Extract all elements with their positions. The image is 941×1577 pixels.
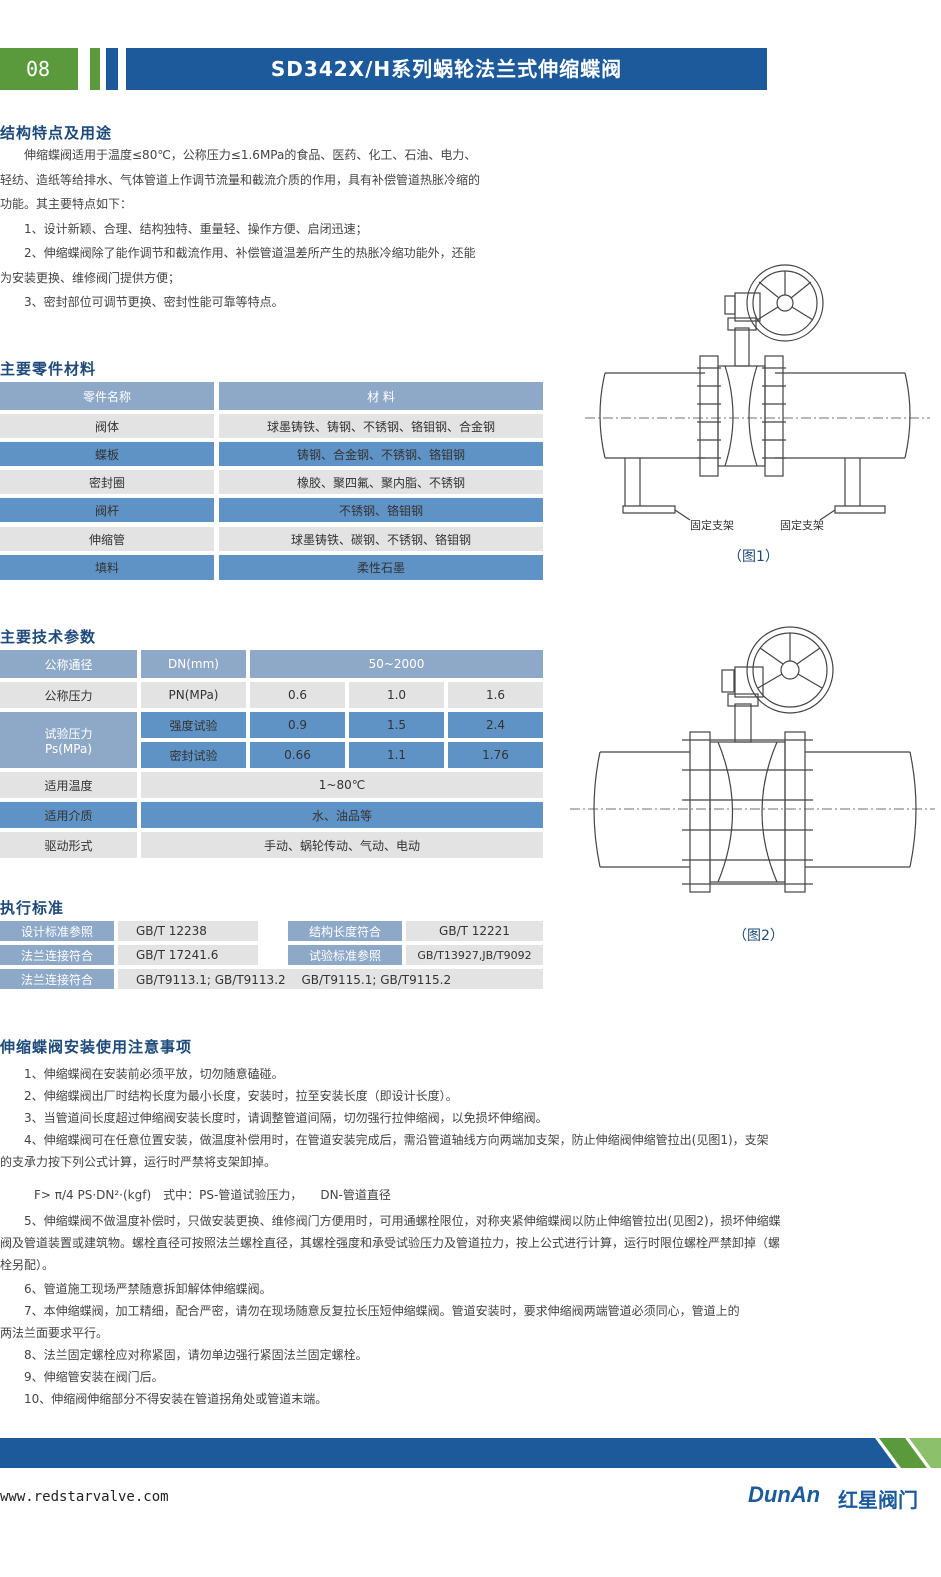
material-part: 密封圈 [0, 470, 214, 494]
spec-pn-value: 1.0 [349, 682, 444, 708]
spec-medium-label: 适用介质 [0, 802, 137, 828]
spec-drive-label: 驱动形式 [0, 832, 137, 858]
note-line: 4、伸缩蝶阀可在任意位置安装，做温度补偿用时，在管道安装完成后，需沿管道轴线方向… [0, 1133, 769, 1147]
spec-medium-value: 水、油品等 [141, 802, 543, 828]
features-line: 为安装更换、维修阀门提供方便； [0, 270, 181, 285]
materials-heading: 主要零件材料 [0, 360, 97, 378]
figure-1-drawing: 固定支架 固定支架 [585, 264, 930, 532]
spec-pn-value: 1.6 [448, 682, 543, 708]
spec-seal-value: 0.66 [250, 742, 345, 768]
standard-value: GB/T9113.1; GB/T9113.2 GB/T9115.1; GB/T9… [118, 969, 543, 989]
features-line: 功能。其主要特点如下： [0, 197, 133, 211]
note-line: 栓另配）。 [0, 1258, 55, 1272]
spec-seal-value: 1.1 [349, 742, 444, 768]
page-number: 08 [0, 48, 78, 90]
brand-logo-cn: 红星阀门 [838, 1488, 918, 1512]
material-part: 阀杆 [0, 498, 214, 522]
features-line: 1、设计新颖、合理、结构独特、重量轻、操作方便、启闭迅速； [0, 221, 368, 236]
brand-logo-latin: DunAn [748, 1482, 821, 1507]
note-line: 5、伸缩蝶阀不做温度补偿时，只做安装更换、维修阀门方便用时，可用通螺栓限位，对称… [0, 1214, 781, 1228]
note-line: 8、法兰固定螺栓应对称紧固，请勿单边强行紧固法兰固定螺栓。 [0, 1348, 368, 1362]
standards-heading: 执行标准 [0, 899, 65, 917]
features-text: 伸缩蝶阀适用于温度≤80℃，公称压力≤1.6MPa的食品、医药、化工、石油、电力… [0, 143, 560, 315]
standard-label: 法兰连接符合 [0, 945, 114, 965]
footer-stripes [835, 1438, 941, 1468]
material-value: 铸钢、合金钢、不锈钢、铬钼钢 [219, 442, 543, 466]
material-part: 填料 [0, 555, 214, 580]
fig1-support-left: 固定支架 [690, 518, 734, 532]
spec-seal-value: 1.76 [448, 742, 543, 768]
figure-1-caption: （图1） [728, 549, 779, 565]
notes-heading: 伸缩蝶阀安装使用注意事项 [0, 1038, 193, 1056]
note-line: 两法兰面要求平行。 [0, 1326, 109, 1340]
features-line: 伸缩蝶阀适用于温度≤80℃，公称压力≤1.6MPa的食品、医药、化工、石油、电力… [0, 148, 477, 162]
features-heading: 结构特点及用途 [0, 124, 113, 142]
note-line: 10、伸缩阀伸缩部分不得安装在管道拐角处或管道末端。 [0, 1392, 328, 1406]
features-line: 3、密封部位可调节更换、密封性能可靠等特点。 [0, 295, 284, 309]
standard-value: GB/T 12238 [118, 921, 258, 941]
notes-body: 1、伸缩蝶阀在安装前必须平放，切勿随意磕碰。 2、伸缩蝶阀出厂时结构长度为最小长… [0, 1063, 941, 1410]
spec-temp-value: 1~80℃ [141, 772, 543, 798]
note-formula: F> π/4 PS·DN²·(kgf) 式中：PS-管道试验压力， DN-管道直… [34, 1188, 391, 1202]
material-part: 伸缩管 [0, 527, 214, 551]
features-line: 轻纺、造纸等给排水、气体管道上作调节流量和截流介质的作用，具有补偿管道热胀冷缩的 [0, 172, 481, 187]
header-stripe-blue [106, 48, 118, 90]
spec-test-pressure-label: 试验压力 Ps(MPa) [0, 712, 137, 768]
spec-pn-value: 0.6 [250, 682, 345, 708]
spec-drive-value: 手动、蜗轮传动、气动、电动 [141, 832, 543, 858]
spec-test-label-1: 试验压力 [44, 726, 93, 741]
spec-strength-label: 强度试验 [141, 712, 246, 738]
footer-bar [0, 1438, 855, 1468]
standard-value: GB/T13927,JB/T9092 [406, 945, 543, 965]
material-value: 橡胶、聚四氟、聚内脂、不锈钢 [219, 470, 543, 494]
fig1-support-right: 固定支架 [780, 518, 824, 532]
header-stripe-green [90, 48, 100, 90]
specs-heading: 主要技术参数 [0, 628, 97, 646]
note-line: 6、管道施工现场严禁随意拆卸解体伸缩蝶阀。 [0, 1282, 272, 1296]
footer-url[interactable]: www.redstarvalve.com [0, 1489, 169, 1505]
note-line: 的支承力按下列公式计算，运行时严禁将支架卸掉。 [0, 1155, 277, 1169]
standard-label: 试验标准参照 [288, 945, 402, 965]
note-line: 2、伸缩蝶阀出厂时结构长度为最小长度，安装时，拉至安装长度（即设计长度）。 [0, 1089, 458, 1103]
material-part: 蝶板 [0, 442, 214, 466]
standard-label: 法兰连接符合 [0, 969, 114, 989]
spec-nominal-dia-label: 公称通径 [0, 650, 137, 678]
figure-2-drawing [570, 626, 935, 893]
spec-dn-range: 50~2000 [250, 650, 543, 678]
note-line: 7、本伸缩蝶阀，加工精细，配合严密，请勿在现场随意反复拉长压短伸缩蝶阀。管道安装… [0, 1304, 740, 1318]
spec-dn-unit: DN(mm) [141, 650, 246, 678]
spec-strength-value: 0.9 [250, 712, 345, 738]
standard-value: GB/T 17241.6 [118, 945, 258, 965]
spec-strength-value: 2.4 [448, 712, 543, 738]
standard-value: GB/T 12221 [406, 921, 543, 941]
note-line: 3、当管道间长度超过伸缩阀安装长度时，请调整管道间隔，切勿强行拉伸缩阀，以免损坏… [0, 1111, 548, 1125]
features-line: 2、伸缩蝶阀除了能作调节和截流作用、补偿管道温差所产生的热胀冷缩功能外，还能 [0, 246, 476, 260]
material-value: 球墨铸铁、铸钢、不锈钢、铬钼钢、合金钢 [219, 414, 543, 438]
spec-seal-label: 密封试验 [141, 742, 246, 768]
page-title: SD342X/H系列蜗轮法兰式伸缩蝶阀 [126, 48, 767, 90]
note-line: 阀及管道装置或建筑物。螺栓直径可按照法兰螺栓直径，其螺栓强度和承受试验压力及管道… [0, 1236, 781, 1250]
note-line: 9、伸缩管安装在阀门后。 [0, 1370, 164, 1384]
spec-pressure-label: 公称压力 [0, 682, 137, 708]
materials-col-material: 材 料 [219, 382, 543, 410]
note-line: 1、伸缩蝶阀在安装前必须平放，切勿随意磕碰。 [0, 1067, 284, 1081]
figure-2-caption: （图2） [733, 928, 784, 944]
spec-test-label-2: Ps(MPa) [44, 741, 93, 756]
standard-label: 结构长度符合 [288, 921, 402, 941]
material-part: 阀体 [0, 414, 214, 438]
spec-temp-label: 适用温度 [0, 772, 137, 798]
standard-label: 设计标准参照 [0, 921, 114, 941]
material-value: 球墨铸铁、碳钢、不锈钢、铬钼钢 [219, 527, 543, 551]
spec-strength-value: 1.5 [349, 712, 444, 738]
material-value: 柔性石墨 [219, 555, 543, 580]
spec-pn-unit: PN(MPa) [141, 682, 246, 708]
material-value: 不锈钢、铬钼钢 [219, 498, 543, 522]
materials-col-part: 零件名称 [0, 382, 214, 410]
